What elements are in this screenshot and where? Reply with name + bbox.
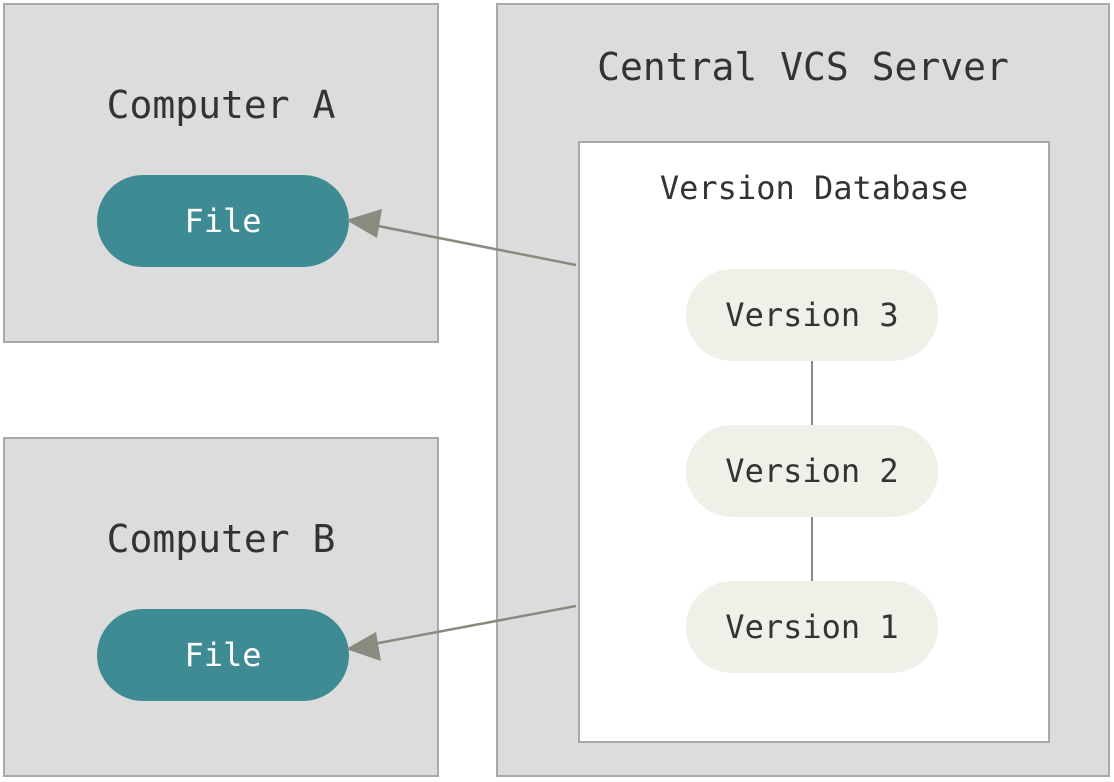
version-database: Version Database Version 3 Version 2 Ver… <box>578 141 1050 743</box>
server-title: Central VCS Server <box>597 45 1009 89</box>
central-vcs-server-panel: Central VCS Server Version Database Vers… <box>496 3 1110 777</box>
computer-a-file: File <box>97 175 349 267</box>
computer-a-panel: Computer A File <box>3 3 439 343</box>
version-1-node: Version 1 <box>686 581 938 673</box>
computer-b-title: Computer B <box>106 517 336 561</box>
computer-b-file: File <box>97 609 349 701</box>
version-3-node: Version 3 <box>686 269 938 361</box>
version-database-title: Version Database <box>659 169 969 207</box>
version-connector <box>811 361 813 425</box>
version-2-node: Version 2 <box>686 425 938 517</box>
computer-b-panel: Computer B File <box>3 437 439 777</box>
version-connector <box>811 517 813 581</box>
computer-a-title: Computer A <box>106 83 336 127</box>
